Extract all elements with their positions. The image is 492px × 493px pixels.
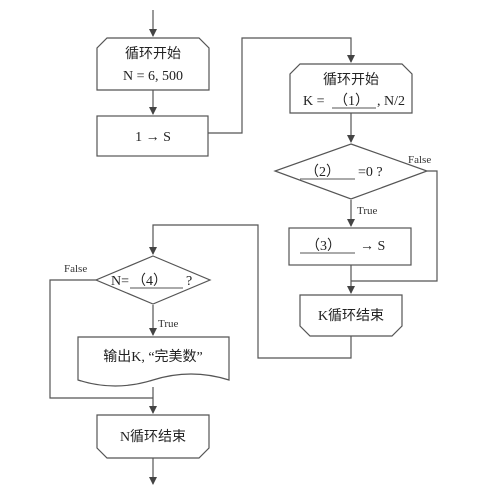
output-label: 输出K, “完美数”: [103, 349, 203, 365]
inner-loop-start: 循环开始 K = （1） , N/2: [289, 63, 413, 114]
output-box: 输出K, “完美数”: [77, 336, 230, 387]
outer-condition: N= （4） ? False True: [64, 255, 212, 330]
arrow-condition-false: [351, 170, 438, 282]
inner-condition-false-label: False: [408, 154, 431, 166]
blank-2: （2）: [305, 164, 340, 180]
blank-1: （1）: [334, 93, 369, 109]
blank-3: （3）: [306, 238, 341, 254]
init-sum-label: 1 → S: [135, 130, 171, 145]
connectors: [49, 10, 438, 485]
outer-condition-true-label: True: [158, 318, 178, 330]
inner-condition-true-label: True: [357, 205, 377, 217]
outer-condition-false-label: False: [64, 263, 87, 275]
init-sum-box: 1 → S: [96, 115, 209, 157]
arrow-init-to-inner-start: [208, 37, 355, 134]
outer-loop-end: N循环结束: [96, 414, 210, 459]
inner-condition-suffix: =0 ?: [358, 165, 383, 180]
outer-loop-start-range: N = 6, 500: [123, 69, 183, 84]
blank-4: （4）: [132, 273, 167, 289]
outer-loop-start: 循环开始 N = 6, 500: [96, 37, 210, 91]
inner-loop-start-k-suffix: , N/2: [377, 94, 405, 109]
outer-loop-start-title: 循环开始: [125, 46, 181, 62]
inner-loop-end: K循环结束: [299, 294, 403, 337]
accumulate-box: （3） → S: [288, 227, 412, 266]
arrow-inner-end-to-outer-condition: [149, 224, 352, 359]
inner-loop-start-k-prefix: K =: [303, 94, 325, 109]
arrow-outer-condition-false: [49, 279, 153, 399]
inner-loop-end-label: K循环结束: [318, 308, 384, 324]
outer-loop-end-label: N循环结束: [120, 429, 186, 445]
inner-loop-start-title: 循环开始: [323, 72, 379, 88]
outer-condition-suffix: ?: [186, 274, 192, 289]
inner-condition: （2） =0 ? False True: [273, 143, 431, 217]
accumulate-suffix: → S: [360, 239, 385, 254]
outer-condition-prefix: N=: [111, 274, 129, 289]
